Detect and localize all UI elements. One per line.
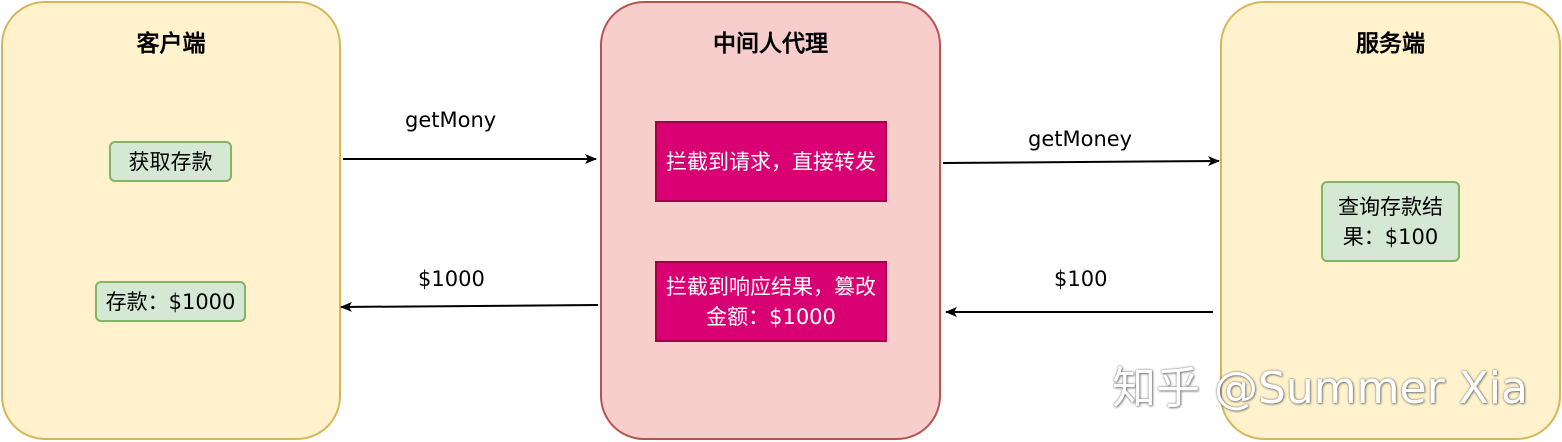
- arrow-proxy-to-server: [942, 156, 1220, 167]
- intercept-request-box: 拦截到请求，直接转发: [655, 121, 887, 202]
- edge-label-server-to-proxy: $100: [1054, 267, 1108, 291]
- query-result-box: 查询存款结果：$100: [1321, 181, 1460, 262]
- client-panel: [1, 1, 341, 440]
- client-panel-title: 客户端: [136, 31, 206, 57]
- edge-label-proxy-to-client: $1000: [418, 267, 485, 291]
- proxy-panel-title: 中间人代理: [713, 31, 828, 57]
- server-panel-title: 服务端: [1356, 31, 1425, 57]
- edge-label-client-to-proxy: getMony: [405, 108, 497, 132]
- intercept-response-box: 拦截到响应结果，篡改金额：$1000: [655, 261, 887, 342]
- get-deposit-box: 获取存款: [109, 141, 232, 182]
- zhihu-watermark: 知乎 @Summer Xia: [1112, 363, 1529, 414]
- edge-label-proxy-to-server: getMoney: [1028, 127, 1133, 151]
- proxy-panel: [600, 1, 941, 440]
- deposit-result-box: 存款：$1000: [95, 281, 246, 322]
- arrow-proxy-to-client: [340, 301, 599, 312]
